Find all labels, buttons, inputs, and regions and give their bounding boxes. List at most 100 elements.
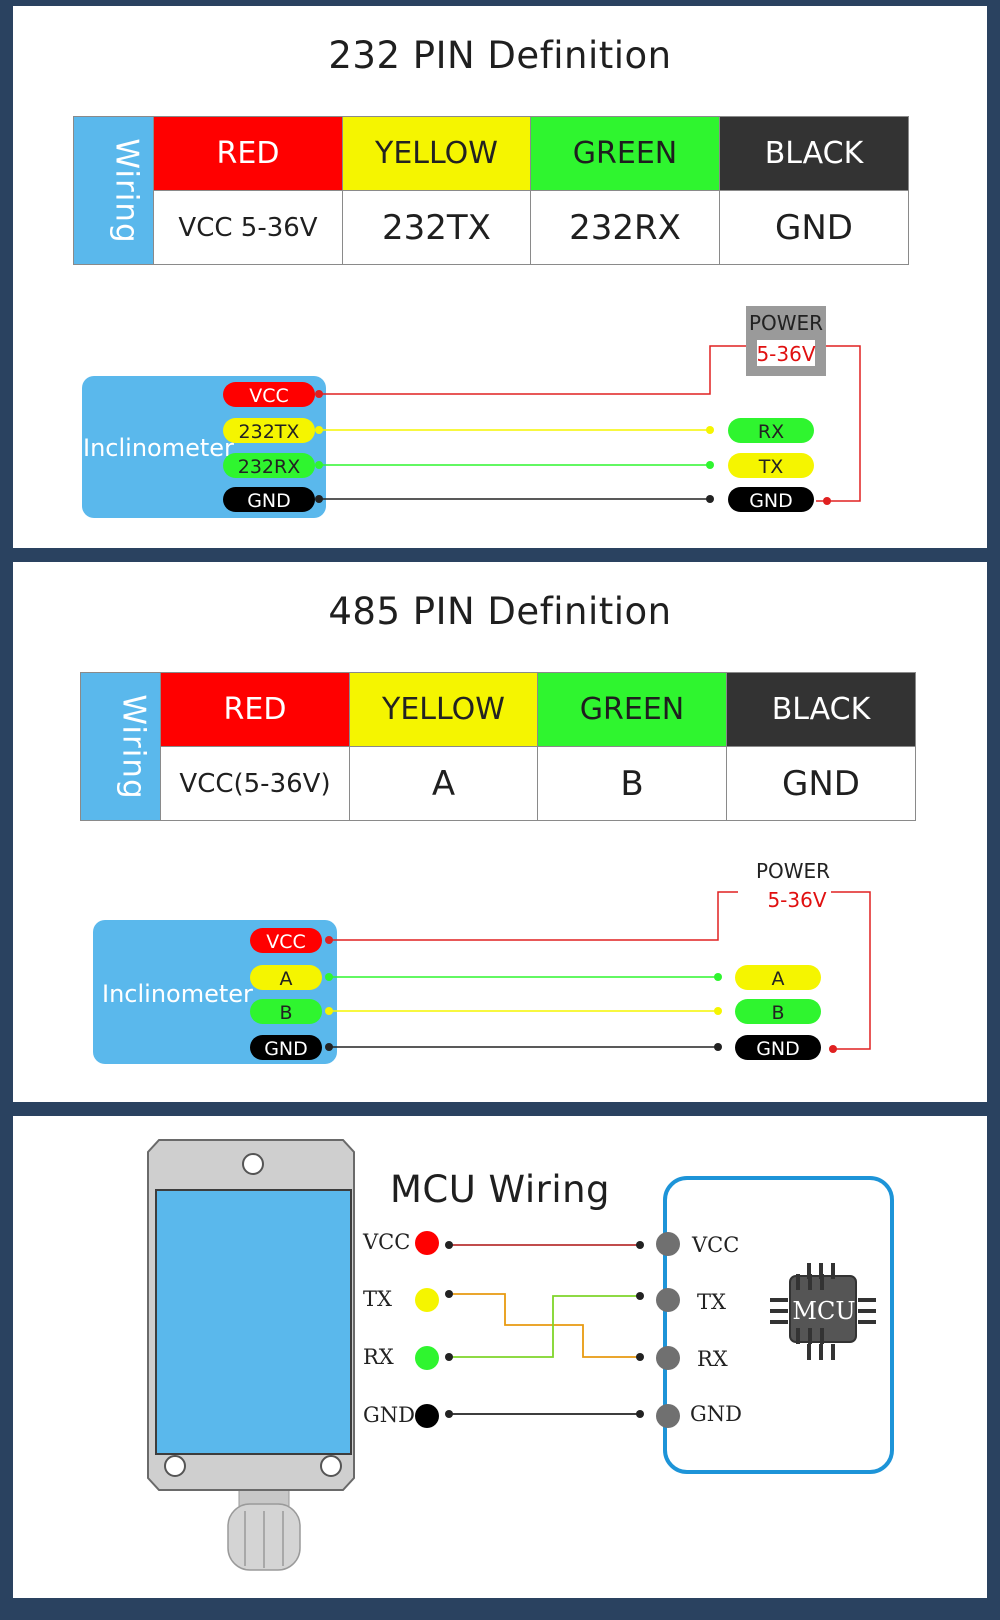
power-return-wire — [816, 345, 861, 502]
remote-pin-label: A — [772, 968, 785, 990]
remote-pin-b — [735, 999, 821, 1024]
section-232-title: 232 PIN Definition — [328, 34, 672, 77]
section-485-wiring-table: Wiring RED YELLOW GREEN BLACK VCC(5-36V)… — [80, 672, 916, 821]
mcu-pin-label: TX — [697, 1290, 726, 1314]
rx-color-dot — [415, 1346, 439, 1370]
color-red-cell: RED — [153, 116, 343, 191]
device-pin-label: 232RX — [238, 456, 300, 478]
device-pin-a — [250, 965, 322, 990]
mcu-wiring-diagram: VCC TX RX GND VCC TX RX GND — [147, 1139, 894, 1571]
remote-pin-label: GND — [756, 1038, 800, 1060]
device-pin-vcc — [250, 928, 322, 953]
wire-dot — [325, 973, 333, 981]
color-red-cell: RED — [160, 672, 350, 747]
wire-dot — [315, 390, 323, 398]
vcc-color-dot — [415, 1231, 439, 1255]
device-pin-vcc — [223, 382, 315, 407]
device-pin-label: A — [280, 968, 293, 990]
wire-dot — [636, 1292, 644, 1300]
inclinometer-device — [82, 376, 326, 518]
sensor-pin-label: VCC — [362, 1230, 410, 1254]
device-pin-gnd — [223, 487, 315, 512]
mount-hole — [164, 1455, 186, 1477]
wire-dot — [636, 1241, 644, 1249]
wire-dot — [823, 497, 831, 505]
wire-dot — [445, 1353, 453, 1361]
section-485-title: 485 PIN Definition — [328, 590, 672, 633]
color-green-cell: GREEN — [530, 116, 720, 191]
power-range-box — [757, 340, 815, 366]
tx-to-rx-wire — [449, 1293, 640, 1358]
mcu-pin-gnd — [656, 1404, 680, 1428]
sensor-pin-label: GND — [363, 1403, 415, 1427]
sensor-module-illustration — [147, 1139, 355, 1571]
mcu-pin-label: VCC — [691, 1233, 739, 1257]
wire-dot — [829, 1045, 837, 1053]
device-pin-label: GND — [264, 1038, 308, 1060]
wire-dot — [706, 461, 714, 469]
device-pin-232tx — [223, 418, 315, 443]
wire-dot — [706, 426, 714, 434]
color-green-cell: GREEN — [537, 672, 727, 747]
wire-dot — [325, 1007, 333, 1015]
section-485-panel: 485 PIN Definition Wiring RED YELLOW GRE… — [13, 562, 987, 1102]
device-pin-label: VCC — [266, 931, 306, 953]
wiring-header-cell: Wiring — [73, 116, 154, 265]
device-pin-b — [250, 999, 322, 1024]
device-pin-gnd — [250, 1035, 322, 1060]
wire-dot — [445, 1241, 453, 1249]
wire-dot — [315, 461, 323, 469]
gnd-color-dot — [415, 1404, 439, 1428]
wire-dot — [315, 495, 323, 503]
yellow-value-cell: 232TX — [342, 190, 531, 265]
mount-hole — [242, 1153, 264, 1175]
remote-pin-gnd — [728, 487, 814, 512]
wire-dot — [325, 1043, 333, 1051]
wire-dot — [325, 936, 333, 944]
section-485-wiring-diagram: POWER 5-36V Inclinometer VCC A B GND A B — [93, 859, 871, 1064]
mcu-pin-rx — [656, 1346, 680, 1370]
green-value-cell: B — [537, 746, 727, 821]
tx-color-dot — [415, 1288, 439, 1312]
sensor-pin-label: TX — [363, 1287, 392, 1311]
remote-pin-label: RX — [758, 421, 784, 443]
power-range-label: 5-36V — [767, 888, 826, 912]
remote-pin-gnd — [735, 1035, 821, 1060]
wire-dot — [714, 1007, 722, 1015]
wire-dot — [445, 1290, 453, 1298]
remote-pin-label: GND — [749, 490, 793, 512]
mcu-board-outline — [663, 1176, 894, 1474]
black-value-cell: GND — [719, 190, 909, 265]
mcu-pin-label: GND — [690, 1402, 742, 1426]
device-pin-label: 232TX — [239, 421, 300, 443]
mcu-pin-vcc — [656, 1232, 680, 1256]
wire-dot — [714, 973, 722, 981]
wire-dot — [636, 1353, 644, 1361]
mcu-pin-label: RX — [697, 1347, 728, 1371]
green-value-cell: 232RX — [530, 190, 720, 265]
sensor-pin-label: RX — [363, 1345, 394, 1369]
section-232-wiring-diagram: POWER 5-36V Inclinometer VCC 232TX 232RX… — [82, 306, 861, 518]
remote-pin-a — [735, 965, 821, 990]
rx-to-tx-wire — [449, 1295, 640, 1358]
device-pin-label: B — [279, 1002, 292, 1024]
device-pin-232rx — [223, 453, 315, 478]
power-range-label: 5-36V — [756, 342, 815, 366]
section-232-wiring-table: Wiring RED YELLOW GREEN BLACK VCC 5-36V … — [73, 116, 909, 265]
inclinometer-label: Inclinometer — [102, 980, 253, 1008]
inclinometer-label: Inclinometer — [83, 434, 234, 462]
wire-dot — [714, 1043, 722, 1051]
red-value-cell: VCC(5-36V) — [160, 746, 350, 821]
inclinometer-device — [93, 920, 337, 1064]
device-pin-label: GND — [247, 490, 291, 512]
wire-dot — [706, 495, 714, 503]
remote-pin-tx — [728, 453, 814, 478]
device-pin-label: VCC — [249, 385, 289, 407]
mcu-chip-icon: MCU — [770, 1263, 876, 1360]
remote-pin-rx — [728, 418, 814, 443]
mcu-chip-label: MCU — [792, 1297, 855, 1325]
mcu-wiring-panel: MCU Wiring VCC TX RX GND — [13, 1116, 987, 1598]
black-value-cell: GND — [726, 746, 916, 821]
power-return-wire — [831, 891, 871, 1050]
section-232-panel: 232 PIN Definition Wiring RED YELLOW GRE… — [13, 6, 987, 548]
